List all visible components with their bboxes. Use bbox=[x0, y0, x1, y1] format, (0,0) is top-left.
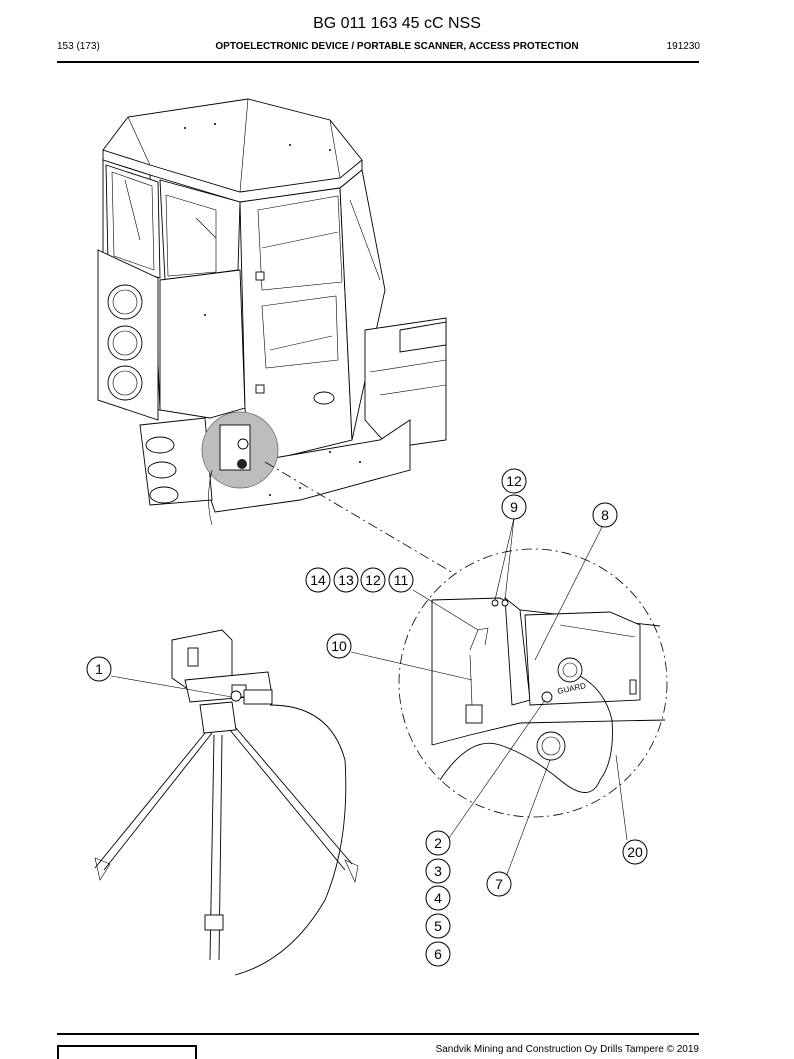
svg-text:7: 7 bbox=[495, 876, 503, 892]
document-code: 191230 bbox=[666, 41, 700, 52]
callout-13: 13 bbox=[333, 567, 359, 593]
callout-4: 4 bbox=[425, 885, 451, 911]
svg-text:11: 11 bbox=[394, 572, 409, 588]
company-logo bbox=[57, 1045, 197, 1059]
detail-view: GUARD bbox=[398, 548, 668, 818]
svg-text:4: 4 bbox=[434, 890, 442, 906]
callout-1: 1 bbox=[86, 656, 112, 682]
svg-text:9: 9 bbox=[510, 499, 518, 515]
svg-text:12: 12 bbox=[506, 473, 522, 489]
callout-8: 8 bbox=[592, 502, 618, 528]
svg-text:5: 5 bbox=[434, 918, 442, 934]
cab-illustration bbox=[97, 98, 447, 526]
page-number: 153 (173) bbox=[57, 41, 100, 52]
svg-text:3: 3 bbox=[434, 863, 442, 879]
callout-9: 9 bbox=[501, 494, 527, 520]
callout-5: 5 bbox=[425, 913, 451, 939]
callout-6: 6 bbox=[425, 941, 451, 967]
callout-20: 20 bbox=[622, 839, 648, 865]
svg-text:20: 20 bbox=[627, 844, 643, 860]
callout-7: 7 bbox=[486, 871, 512, 897]
callout-10: 10 bbox=[326, 633, 352, 659]
footer-rule bbox=[57, 1033, 699, 1035]
svg-text:14: 14 bbox=[310, 572, 326, 588]
section-title: OPTOELECTRONIC DEVICE / PORTABLE SCANNER… bbox=[215, 41, 579, 52]
document-title: BG 011 163 45 cC NSS bbox=[313, 15, 481, 32]
svg-text:10: 10 bbox=[331, 638, 347, 654]
footer-copyright: Sandvik Mining and Construction Oy Drill… bbox=[435, 1044, 699, 1055]
header-rule bbox=[57, 61, 699, 63]
callout-3: 3 bbox=[425, 858, 451, 884]
svg-text:8: 8 bbox=[601, 507, 609, 523]
callout-12: 12 bbox=[360, 567, 386, 593]
callout-11: 11 bbox=[388, 567, 414, 593]
svg-text:6: 6 bbox=[434, 946, 442, 962]
svg-text:2: 2 bbox=[434, 835, 442, 851]
leader-lines bbox=[110, 517, 628, 878]
svg-text:1: 1 bbox=[95, 661, 103, 677]
portable-scanner-illustration bbox=[94, 629, 359, 976]
callout-12-top: 12 bbox=[501, 468, 527, 494]
callout-2: 2 bbox=[425, 830, 451, 856]
svg-text:13: 13 bbox=[338, 572, 354, 588]
callout-14: 14 bbox=[305, 567, 331, 593]
svg-text:12: 12 bbox=[365, 572, 381, 588]
